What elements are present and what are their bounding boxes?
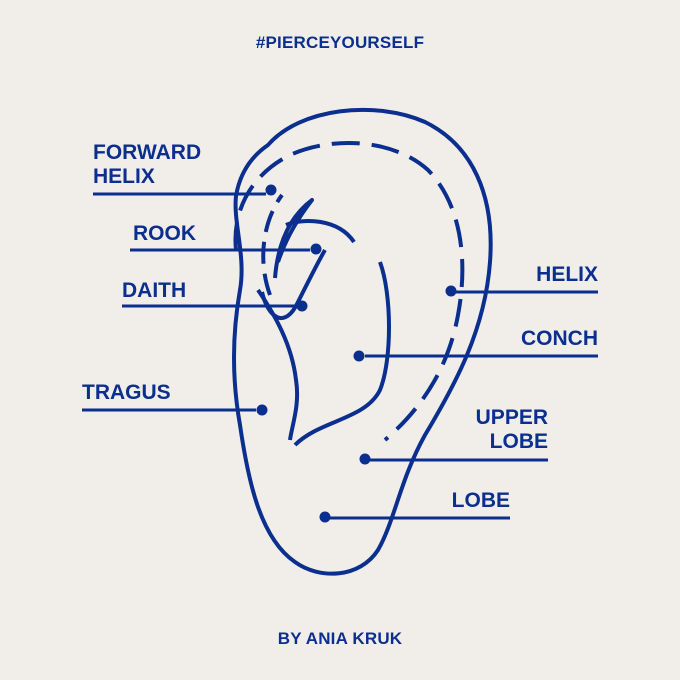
label-lobe: LOBE <box>451 489 510 512</box>
helix-rim-dashed <box>233 141 465 442</box>
dot-conch <box>353 350 365 362</box>
label-rook: ROOK <box>133 222 196 245</box>
label-tragus: TRAGUS <box>82 381 171 404</box>
dot-lobe <box>319 511 331 523</box>
dot-tragus <box>256 404 268 416</box>
dot-upper-lobe <box>359 453 371 465</box>
label-forward-helix: FORWARD HELIX <box>93 141 202 188</box>
antihelix-fold <box>273 198 314 279</box>
label-upper-lobe: UPPER LOBE <box>475 406 548 453</box>
dot-daith <box>296 300 308 312</box>
label-helix: HELIX <box>536 263 598 286</box>
ear-outline <box>232 107 493 576</box>
author-credit: BY ANIA KRUK <box>277 629 403 648</box>
dot-forward-helix <box>265 184 277 196</box>
inner-ridge-2 <box>260 248 327 320</box>
concha-curve <box>293 261 391 447</box>
rook-curve <box>285 219 356 244</box>
dot-helix <box>445 285 457 297</box>
hashtag-title: #PIERCEYOURSELF <box>255 33 425 52</box>
label-daith: DAITH <box>122 279 187 302</box>
label-conch: CONCH <box>521 327 598 350</box>
antihelix-dashed <box>261 193 284 296</box>
dot-rook <box>310 243 322 255</box>
